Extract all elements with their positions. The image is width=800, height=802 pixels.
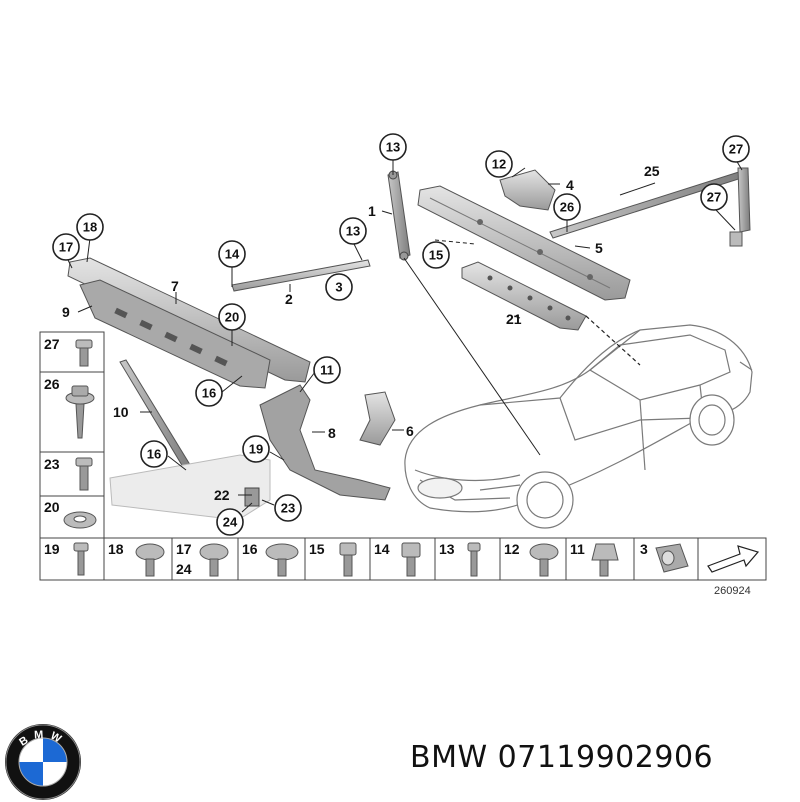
label-19: 19 (249, 442, 263, 457)
label-17: 17 (59, 240, 73, 255)
label-23: 23 (281, 501, 295, 516)
bmw-roundel-icon: BMW (5, 724, 81, 800)
grid-label-26: 26 (44, 376, 60, 392)
grid-label-15: 15 (309, 541, 325, 557)
bolt-14-icon (401, 542, 421, 577)
label-22: 22 (214, 487, 230, 503)
label-20: 20 (225, 310, 239, 325)
part-rod-25 (549, 167, 751, 247)
label-4: 4 (566, 177, 574, 193)
sleeve-3-icon (655, 543, 689, 573)
grid-label-3: 3 (640, 541, 648, 557)
label-16-lower: 16 (147, 447, 161, 462)
bolt-15-icon (339, 542, 357, 577)
label-13-mid: 13 (346, 224, 360, 239)
label-26: 26 (560, 200, 574, 215)
grid-label-17: 17 (176, 541, 192, 557)
part-strut-1 (387, 170, 541, 456)
circled-label-text: 13 12 26 27 27 15 14 13 3 18 17 20 16 11… (59, 140, 743, 530)
label-18: 18 (83, 220, 97, 235)
screw-19-icon (73, 542, 89, 576)
leader-lines (67, 159, 743, 513)
part-panel-9 (79, 279, 271, 389)
label-7: 7 (171, 278, 179, 294)
label-27-top: 27 (729, 142, 743, 157)
grid-label-11: 11 (570, 541, 585, 557)
label-15: 15 (429, 248, 443, 263)
label-5: 5 (595, 240, 603, 256)
part-carrier-8 (259, 384, 391, 501)
label-10: 10 (113, 404, 129, 420)
label-2: 2 (285, 291, 293, 307)
label-6: 6 (406, 423, 414, 439)
part-strip-21 (434, 239, 641, 366)
part-plate-5 (417, 185, 631, 301)
label-16-upper: 16 (202, 386, 216, 401)
grid-label-14: 14 (374, 541, 390, 557)
parts-diagram: 1 2 4 5 6 7 8 9 10 21 22 25 13 12 26 (39, 133, 767, 597)
grid-label-27: 27 (44, 336, 60, 352)
label-14: 14 (225, 247, 240, 262)
screw-13-icon (467, 542, 481, 577)
screw-12-icon (529, 543, 559, 577)
label-9: 9 (62, 304, 70, 320)
circled-labels (52, 133, 750, 536)
screw-16-icon (265, 543, 299, 577)
label-3: 3 (335, 280, 342, 295)
part-labels: 1 2 4 5 6 7 8 9 10 21 22 25 (62, 163, 660, 503)
label-24: 24 (223, 515, 238, 530)
label-8: 8 (328, 425, 336, 441)
label-1: 1 (368, 203, 376, 219)
grid-label-16: 16 (242, 541, 258, 557)
label-12: 12 (492, 157, 506, 172)
label-27-lower: 27 (707, 190, 721, 205)
part-bracket-4 (499, 169, 556, 211)
part-bumper-carrier (109, 454, 271, 521)
screw-18-icon (135, 543, 165, 577)
screw-17-icon (199, 543, 229, 577)
screw-26-icon (65, 385, 95, 439)
clip-nut-11-icon (591, 543, 619, 577)
grid-label-12: 12 (504, 541, 520, 557)
car-outline (404, 324, 753, 529)
front-direction-arrow-icon (707, 545, 760, 573)
grid-label-24: 24 (176, 561, 192, 577)
grid-label-20: 20 (44, 499, 60, 515)
grid-label-18: 18 (108, 541, 124, 557)
part-number-caption: BMW 07119902906 (410, 740, 714, 775)
label-21: 21 (506, 311, 522, 327)
grid-label-23: 23 (44, 456, 60, 472)
fastener-grid-bottom: 19 18 17 24 16 15 14 13 12 11 3 (39, 537, 767, 581)
washer-20-icon (63, 511, 97, 529)
label-13-top: 13 (386, 140, 400, 155)
part-bracket-6 (359, 391, 396, 446)
diagram-reference-number: 260924 (714, 585, 751, 597)
label-11: 11 (320, 363, 334, 378)
screw-23-icon (75, 457, 93, 491)
part-rod-2 (231, 259, 371, 292)
screw-27-icon (75, 339, 93, 367)
label-25: 25 (644, 163, 660, 179)
fastener-grid-left: 27 26 23 20 (39, 331, 105, 539)
grid-label-19: 19 (44, 541, 60, 557)
grid-label-13: 13 (439, 541, 455, 557)
